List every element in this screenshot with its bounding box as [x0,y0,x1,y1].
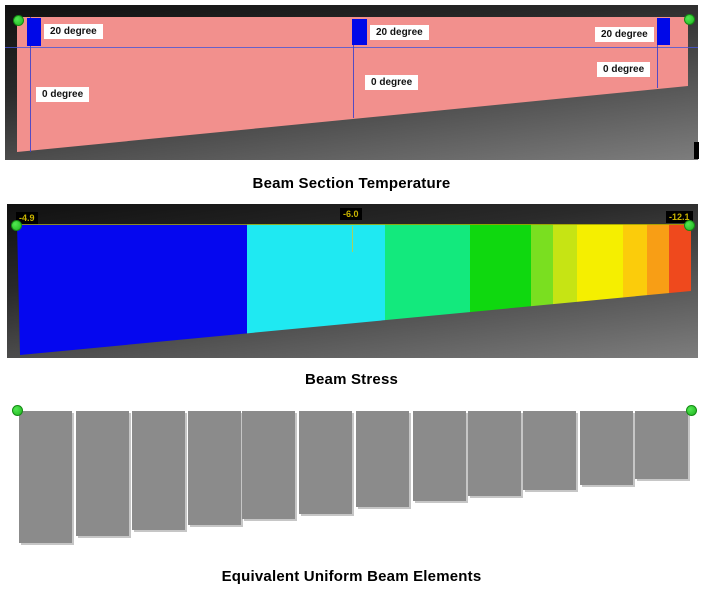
node-marker-left [11,220,22,231]
temp-label-left-top: 20 degree [44,24,103,39]
stress-segment-5 [531,224,553,355]
beam-element-bar-4 [188,411,241,525]
stress-segment-4 [470,224,531,355]
beam-element-bar-2 [76,411,129,536]
beam-element-bar-9 [468,411,521,496]
section-marker-middle [352,19,367,45]
stress-panel: -4.9 -6.0 -12.1 [7,204,698,358]
temperature-title: Beam Section Temperature [252,175,451,192]
beam-element-bar-5 [242,411,295,519]
beam-element-bar-7 [356,411,409,507]
stress-beam [17,224,691,355]
temp-label-right-top: 20 degree [595,27,654,42]
stress-title: Beam Stress [304,371,399,388]
node-marker-left [13,15,24,26]
stress-segment-6 [553,224,577,355]
beam-element-bar-11 [580,411,633,485]
elements-panel [0,400,703,560]
node-marker-left [12,405,23,416]
stress-segment-3 [385,224,470,355]
temp-label-mid-bottom: 0 degree [365,75,419,90]
node-marker-right [684,220,695,231]
section-marker-left [27,18,41,46]
stress-mid-tick [352,226,353,252]
stress-segment-10 [669,224,691,355]
stress-value-middle: -6.0 [340,208,362,220]
stress-segment-1 [17,224,247,355]
node-marker-right [684,14,695,25]
beam-element-bar-12 [635,411,688,479]
stress-segment-8 [623,224,647,355]
beam-top-edge-line [17,224,691,225]
elements-title: Equivalent Uniform Beam Elements [221,568,482,585]
beam-element-bar-1 [19,411,72,543]
beam-element-bar-10 [523,411,576,490]
corner-mark [694,142,699,159]
temperature-panel: 20 degree 0 degree 20 degree 0 degree 20… [5,5,699,160]
beam-element-bar-8 [413,411,466,501]
stress-segment-2 [247,224,385,355]
stress-value-left: -4.9 [16,212,38,224]
beam-element-bar-3 [132,411,185,530]
section-grid-vline-right [657,18,658,88]
temp-label-mid-top: 20 degree [370,25,429,40]
node-marker-right [686,405,697,416]
stress-segment-9 [647,224,669,355]
beam-element-bar-6 [299,411,352,514]
section-marker-right [657,18,670,45]
temp-label-left-bottom: 0 degree [36,87,90,102]
stress-segment-7 [577,224,623,355]
section-grid-vline-left [30,17,31,152]
temp-label-right-bottom: 0 degree [597,62,651,77]
section-grid-vline-middle [353,19,354,118]
section-grid-hline [5,47,698,48]
